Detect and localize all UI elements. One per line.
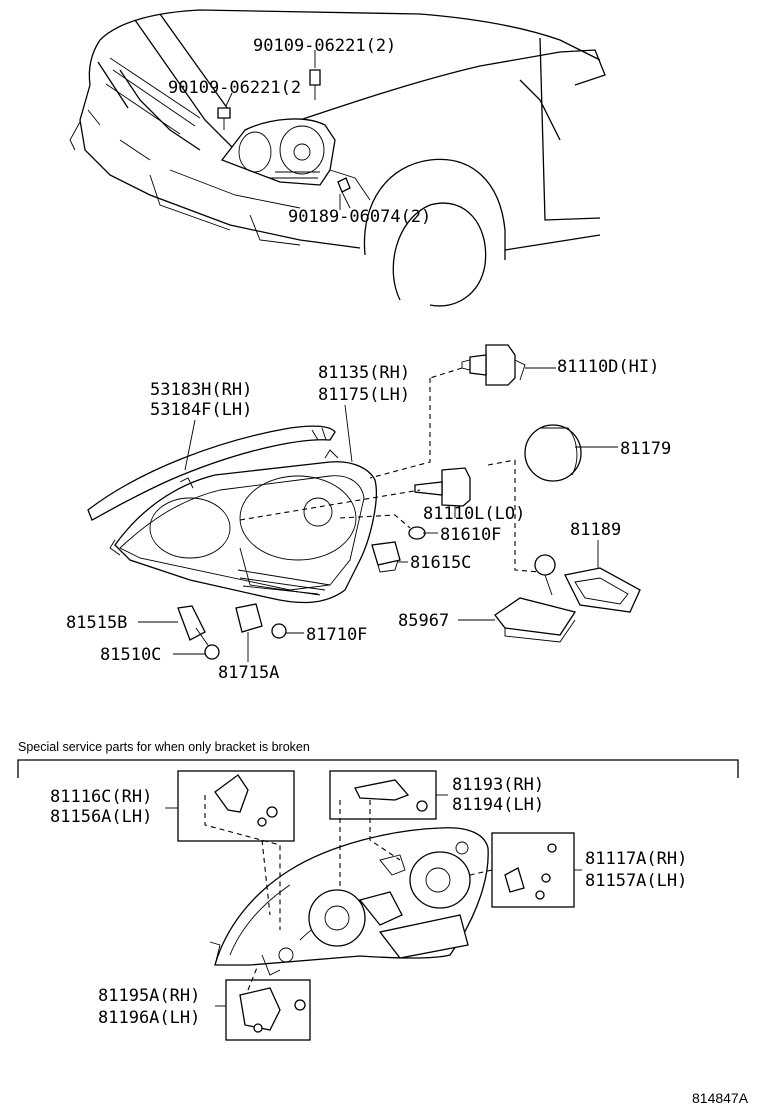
label-socket-81715a: 81715A bbox=[218, 663, 279, 683]
label-bracket-lh: 53184F(LH) bbox=[150, 400, 252, 420]
label-cover: 81179 bbox=[620, 439, 671, 459]
label-bolt-top: 90109-06221(2) bbox=[253, 36, 396, 56]
label-headlamp-lh: 81175(LH) bbox=[318, 385, 410, 405]
leader-lines bbox=[138, 50, 618, 662]
car-front-illustration bbox=[69, 9, 606, 307]
label-computer: 81189 bbox=[570, 520, 621, 540]
label-bolt-left: 90109-06221(2 bbox=[168, 78, 301, 98]
label-socket-81615c: 81615C bbox=[410, 553, 471, 573]
label-ecu: 85967 bbox=[398, 611, 449, 631]
label-stay-81196a: 81196A(LH) bbox=[98, 1008, 200, 1028]
label-bulb-81610f: 81610F bbox=[440, 525, 501, 545]
label-stay-81156a: 81156A(LH) bbox=[50, 807, 152, 827]
label-headlamp-rh: 81135(RH) bbox=[318, 363, 410, 383]
label-stay-81157a: 81157A(LH) bbox=[585, 871, 687, 891]
label-socket-81515b: 81515B bbox=[66, 613, 127, 633]
headlamp-assembly-illustration bbox=[87, 344, 641, 660]
label-stay-81193: 81193(RH) bbox=[452, 775, 544, 795]
label-bracket-rh: 53183H(RH) bbox=[150, 380, 252, 400]
label-stay-81194: 81194(LH) bbox=[452, 795, 544, 815]
diagram-code: 814847A bbox=[692, 1090, 749, 1106]
label-stay-81117a: 81117A(RH) bbox=[585, 849, 687, 869]
service-parts-section bbox=[17, 759, 739, 1041]
label-bulb-hi: 81110D(HI) bbox=[557, 357, 659, 377]
label-clip: 90189-06074(2) bbox=[288, 207, 431, 227]
label-bulb-81710f: 81710F bbox=[306, 625, 367, 645]
label-stay-81116c: 81116C(RH) bbox=[50, 787, 152, 807]
label-stay-81195a: 81195A(RH) bbox=[98, 986, 200, 1006]
section-note: Special service parts for when only brac… bbox=[18, 740, 310, 754]
label-bulb-lo: 81110L(LO) bbox=[423, 504, 525, 524]
label-bulb-81510c: 81510C bbox=[100, 645, 161, 665]
